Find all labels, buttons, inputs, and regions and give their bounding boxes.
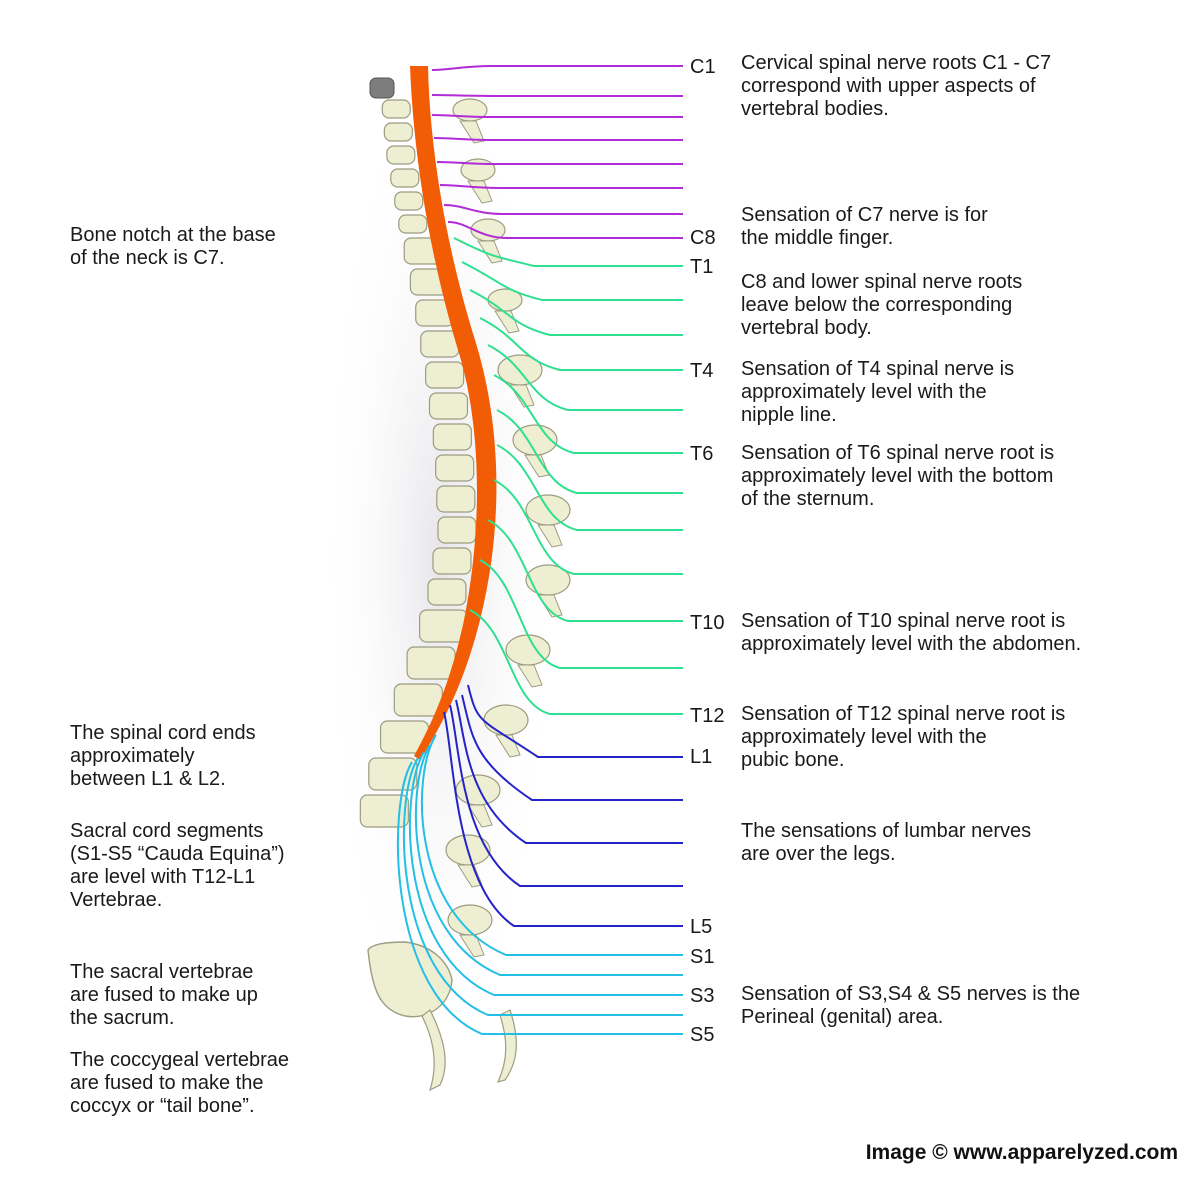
level-label-t4: T4 [690,360,714,382]
thoracic-nerve-root [496,444,683,531]
note-lumbar-legs: The sensations of lumbar nerves are over… [741,820,1032,865]
note-t6-sternum: Sensation of T6 spinal nerve root is app… [741,442,1055,510]
cervical-nerve-root [433,137,683,141]
thoracic-nerve-root [487,519,683,622]
cervical-nerve-root [436,161,683,165]
thoracic-nerve-root [469,609,683,715]
cervical-nerve-root [431,114,683,118]
vertebral-body [435,454,475,482]
thoracic-nerve-root [479,559,683,669]
level-label-t1: T1 [690,256,714,278]
process-tip [494,310,520,334]
note-c8-lower-roots: C8 and lower spinal nerve roots leave be… [741,271,1023,339]
vertebral-body [393,683,443,717]
vertebral-body [428,392,469,420]
vertebral-body [398,214,428,234]
cervical-nerve-root [447,221,683,239]
lumbar-nerve-root [443,711,683,927]
note-cord-end: The spinal cord ends approximately betwe… [70,722,256,790]
sacral-nerve-root [414,744,683,976]
cervical-nerve-root [431,94,683,97]
process-tip [517,664,543,688]
note-t12-pubic: Sensation of T12 spinal nerve root is ap… [741,703,1066,771]
note-c7-finger: Sensation of C7 nerve is for the middle … [741,204,988,249]
thoracic-nerve-root [461,261,683,301]
level-label-c8: C8 [690,227,716,249]
level-label-t10: T10 [690,612,725,634]
atlas-vertebra [369,77,395,99]
level-label-s5: S5 [690,1024,715,1046]
coccyx [421,1009,517,1092]
vertebral-body [381,99,411,119]
process-tip [537,524,563,548]
thoracic-nerve-root [493,479,683,575]
thoracic-nerve-root [453,237,683,267]
note-t4-nipple: Sensation of T4 spinal nerve is approxim… [741,358,1015,426]
cervical-nerve-root [439,184,683,189]
sacral-nerve-root [396,761,683,1035]
spinous-process [483,704,529,736]
note-t10-abdomen: Sensation of T10 spinal nerve root is ap… [741,610,1082,655]
process-tip [477,240,503,264]
level-label-s1: S1 [690,946,715,968]
sacral-nerve-root [402,757,683,1016]
lumbar-nerve-root [455,699,683,844]
spinous-process [505,634,551,666]
spinous-processes [445,98,571,958]
thoracic-nerve-root [496,409,683,494]
spinal-cord [410,66,497,760]
vertebral-body [406,646,456,680]
cervical-nerve-root [431,65,683,71]
note-cauda-equina: Sacral cord segments (S1-S5 “Cauda Equin… [70,820,285,911]
spinal-cord-shape [410,66,497,760]
process-tip [537,594,563,618]
nerve-roots [396,65,683,1035]
vertebral-body [383,122,413,142]
process-tip [459,934,485,958]
level-label-l5: L5 [690,916,713,938]
vertebral-body [386,145,416,165]
thoracic-nerve-root [487,344,683,411]
vertebral-body [432,547,472,575]
sacral-nerve-root [408,751,683,996]
level-label-t12: T12 [690,705,725,727]
note-sacral-perineal: Sensation of S3,S4 & S5 nerves is the Pe… [741,983,1081,1028]
cervical-nerve-root [443,204,683,215]
vertebral-body [425,361,465,389]
lumbar-nerve-root [461,694,683,801]
lumbar-nerve-root [467,684,683,758]
level-label-l1: L1 [690,746,713,768]
thoracic-nerve-root [493,374,683,454]
vertebral-body [432,423,472,451]
note-coccyx: The coccygeal vertebrae are fused to mak… [70,1049,290,1117]
vertebral-body [436,485,476,513]
coccyx-right [496,1009,517,1083]
level-label-c1: C1 [690,56,716,78]
note-cervical-roots: Cervical spinal nerve roots C1 - C7 corr… [741,52,1052,120]
vertebral-body [390,168,420,188]
vertebral-body [437,516,477,544]
vertebral-body [359,794,409,828]
process-tip [459,120,485,144]
vertebral-body [394,191,424,211]
level-label-s3: S3 [690,985,715,1007]
level-label-t6: T6 [690,443,714,465]
sacral-nerve-root [420,734,683,956]
image-credit: Image © www.apparelyzed.com [865,1141,1178,1164]
thoracic-nerve-root [469,289,683,336]
vertebral-body [420,330,460,358]
coccyx-left [421,1009,446,1092]
note-sacrum: The sacral vertebrae are fused to make u… [70,961,258,1029]
lumbar-nerve-root [449,704,683,887]
vertebral-body [427,578,467,606]
process-tip [467,804,493,828]
note-c7-notch: Bone notch at the base of the neck is C7… [70,224,276,269]
vertebral-body [368,757,418,791]
thoracic-nerve-root [479,317,683,371]
process-tip [509,384,535,408]
